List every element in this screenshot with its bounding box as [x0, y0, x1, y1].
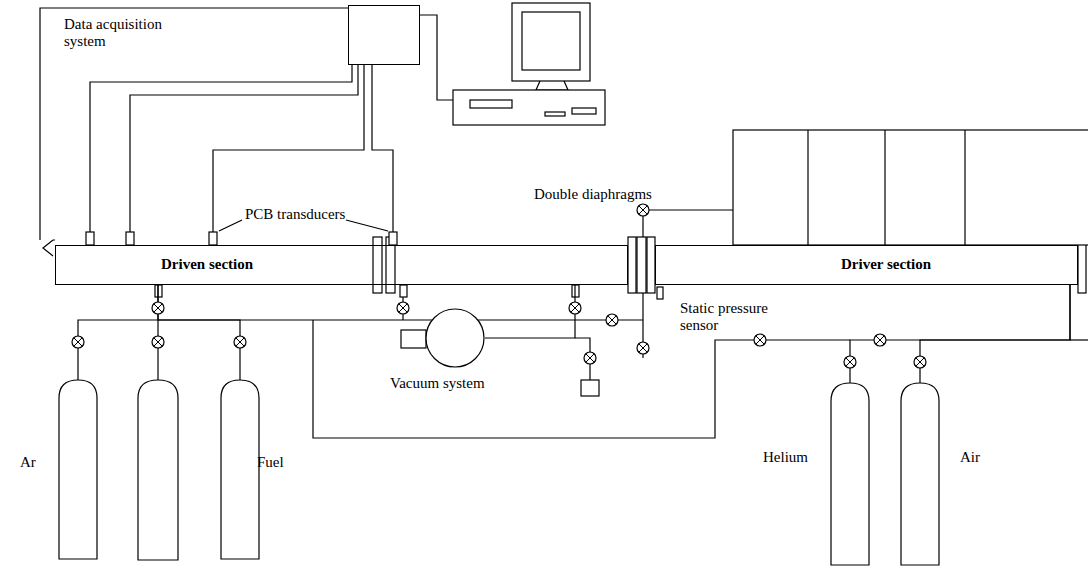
callout-label: PCB transducers	[245, 206, 345, 223]
transducer	[389, 232, 397, 245]
part-label: Vacuum system	[390, 375, 485, 392]
vacuum-pump-outline	[425, 308, 485, 368]
computer-case	[453, 90, 605, 125]
monitor-screen	[522, 12, 580, 70]
diaphragm-flange	[628, 237, 636, 293]
pressure-sensor	[657, 287, 663, 299]
transducer	[209, 232, 217, 245]
valve	[152, 302, 164, 314]
gas-cylinder-outline	[900, 383, 940, 566]
pipe	[313, 320, 850, 438]
gas-cylinder-outline	[220, 380, 260, 560]
driver-housing	[807, 130, 808, 245]
pipe	[157, 320, 158, 380]
valve	[234, 336, 246, 348]
transducer	[126, 232, 134, 245]
valve	[914, 356, 926, 368]
vacuum-pump: Vacuum system	[425, 308, 485, 368]
part-label: Air	[960, 449, 980, 466]
gas-cylinder	[138, 380, 178, 560]
valve	[637, 342, 649, 354]
valve	[584, 352, 596, 364]
gas-cylinder: Ar	[58, 380, 98, 560]
signal-wire	[90, 65, 352, 232]
diaphragm-flange	[637, 237, 646, 293]
valve	[397, 302, 409, 314]
valve	[754, 334, 766, 346]
transducer	[86, 232, 94, 245]
data-cable	[420, 15, 453, 100]
gas-pipe	[78, 285, 158, 380]
valve	[569, 302, 581, 314]
gas-pipe	[158, 285, 240, 380]
drive-slot	[572, 108, 596, 114]
gas-cylinder-outline	[830, 383, 870, 566]
valve	[606, 314, 618, 326]
callout-label: Double diaphragms	[534, 186, 652, 203]
signal-wire	[213, 65, 364, 232]
end-cap	[53, 239, 55, 240]
driver-housing	[884, 130, 885, 245]
section-label: Driver section	[841, 256, 931, 273]
gas-pipe	[485, 285, 575, 338]
valve	[637, 204, 649, 216]
drive-slot	[470, 100, 512, 108]
sensor-label: Static pressure sensor	[680, 300, 778, 335]
gas-cylinder-outline	[58, 380, 98, 560]
pipe	[643, 210, 733, 237]
pump-motor	[401, 330, 426, 348]
part-label: Ar	[20, 454, 36, 471]
driver-tube: Driver section	[655, 245, 1078, 285]
leader-line	[346, 220, 388, 231]
section-label: Driven section	[161, 256, 253, 273]
valve	[844, 356, 856, 368]
gas-cylinder: Air	[900, 383, 940, 566]
leader-line	[219, 220, 242, 231]
part-label: Helium	[763, 449, 808, 466]
driven-tube: Driven section	[55, 245, 628, 285]
driver-housing	[733, 130, 1088, 245]
pipe	[1070, 339, 1088, 340]
signal-wire	[372, 65, 393, 232]
part-label: Data acquisition system	[64, 16, 176, 51]
valve	[72, 336, 84, 348]
signal-wire	[130, 65, 358, 232]
gas-pipe	[850, 285, 1070, 383]
part-label: Fuel	[257, 454, 284, 471]
diaphragm-flange	[647, 237, 655, 293]
gauge	[581, 380, 599, 396]
monitor	[512, 3, 590, 81]
signal-wire	[40, 8, 348, 240]
valve	[874, 334, 886, 346]
daq-box: Data acquisition system	[348, 5, 420, 65]
monitor-stand	[536, 81, 568, 90]
valve	[152, 336, 164, 348]
gas-cylinder: Fuel	[220, 380, 260, 560]
drive-slot	[545, 112, 565, 116]
gas-cylinder: Helium	[830, 383, 870, 566]
gas-pipe	[920, 285, 1070, 383]
end-cap	[43, 240, 53, 256]
driver-housing	[964, 130, 965, 245]
port	[400, 285, 407, 297]
